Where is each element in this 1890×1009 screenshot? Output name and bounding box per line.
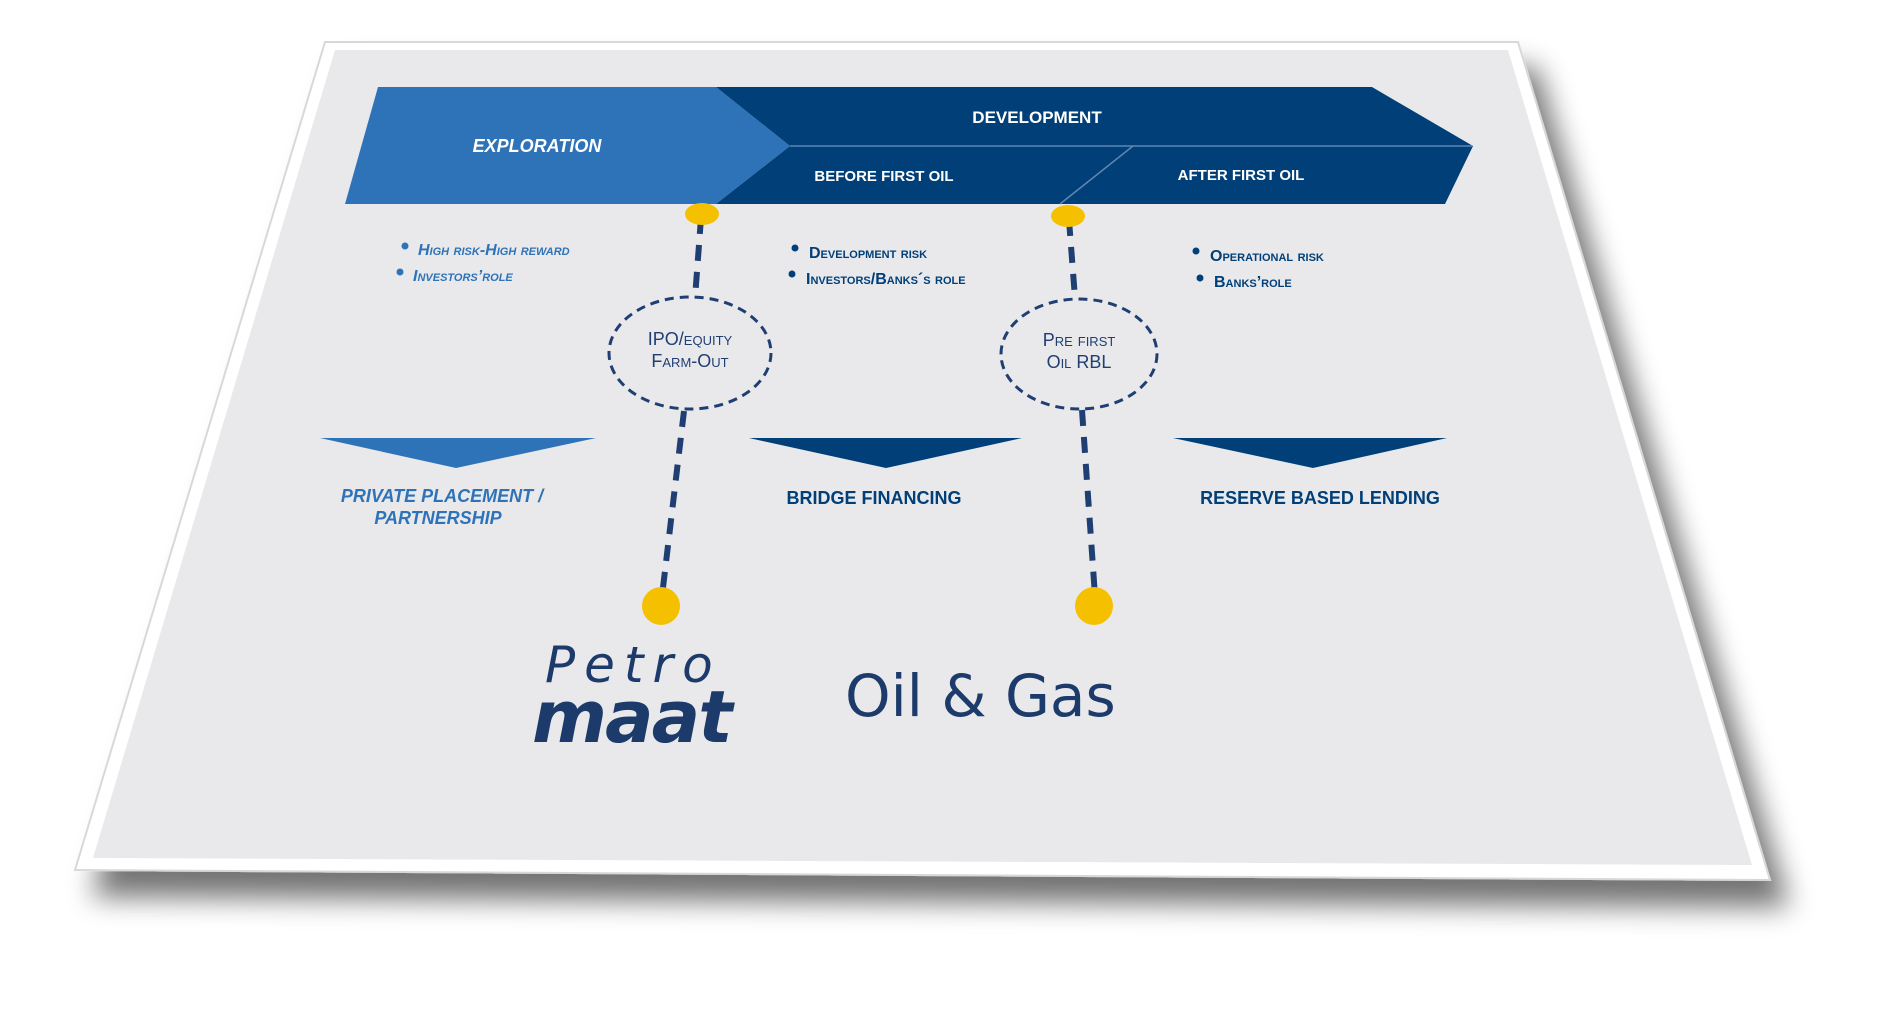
phase-after-first-oil: AFTER FIRST OIL xyxy=(1178,167,1305,184)
financing-reserve-based-lending: RESERVE BASED LENDING xyxy=(1200,488,1440,508)
connector-rbl-upper xyxy=(1066,219,1078,299)
bullets-after-first-oil: Operational risk Banks’role xyxy=(1192,247,1324,291)
bullets-before-first-oil: Development risk Investors/Banks´s role xyxy=(788,244,966,288)
chevron-private-placement xyxy=(320,438,596,468)
milestone-ipo-line2: Farm-Out xyxy=(651,351,728,371)
bullet-dot xyxy=(396,268,404,276)
phase-exploration: EXPLORATION xyxy=(473,136,603,156)
bullet-dot xyxy=(401,242,409,250)
connector-ipo-lower xyxy=(659,410,687,597)
milestone-dot-ipo-bottom xyxy=(642,587,680,625)
bullet-operational-risk: Operational risk xyxy=(1210,248,1324,265)
bullet-dot xyxy=(788,270,796,278)
milestone-rbl-circle xyxy=(999,297,1159,411)
logo-petro: Petro xyxy=(545,636,722,694)
milestone-dot-rbl-bottom xyxy=(1075,587,1113,625)
bullet-development-risk: Development risk xyxy=(809,245,927,262)
milestone-dots xyxy=(642,203,1113,625)
logo-oil-gas: Oil & Gas xyxy=(845,662,1116,730)
milestone-ipo-line1: IPO/equity xyxy=(648,329,733,349)
phase-development: DEVELOPMENT xyxy=(972,108,1102,127)
bullet-dot xyxy=(791,244,799,252)
petromaat-logo: Petro maat Oil & Gas xyxy=(532,636,1116,759)
milestone-dot-rbl-top xyxy=(1051,205,1085,227)
bullet-dot xyxy=(1192,247,1200,255)
bullet-banks-role: Banks’role xyxy=(1214,274,1292,291)
connector-rbl-lower xyxy=(1079,409,1098,597)
exploration-band xyxy=(345,87,790,204)
connector-ipo-upper xyxy=(692,217,704,299)
bullet-investors-role: Investors’role xyxy=(413,268,513,285)
milestone-dot-ipo-top xyxy=(685,203,719,225)
financing-private-placement-line1: PRIVATE PLACEMENT / xyxy=(341,486,545,506)
financing-private-placement-line2: PARTNERSHIP xyxy=(374,508,502,528)
bullet-investors-banks-role: Investors/Banks´s role xyxy=(806,271,966,288)
milestone-ipo: IPO/equity Farm-Out xyxy=(607,295,773,411)
milestone-rbl-line1: Pre first xyxy=(1043,330,1116,350)
financing-bridge: BRIDGE FINANCING xyxy=(787,488,962,508)
phase-before-first-oil: BEFORE FIRST OIL xyxy=(814,168,953,185)
bullets-exploration: High risk-High reward Investors’role xyxy=(396,242,570,285)
milestone-rbl: Pre first Oil RBL xyxy=(999,297,1159,411)
logo-maat: maat xyxy=(532,675,735,759)
milestone-ipo-circle xyxy=(607,295,773,411)
bullet-dot xyxy=(1196,274,1204,282)
chevron-reserve-based-lending xyxy=(1173,438,1447,468)
chevron-bridge-financing xyxy=(749,438,1022,468)
milestone-rbl-line2: Oil RBL xyxy=(1047,352,1112,372)
band-divider-diagonal xyxy=(1059,145,1134,205)
timeline-connectors xyxy=(659,217,1098,597)
bullet-high-risk: High risk-High reward xyxy=(418,242,570,259)
